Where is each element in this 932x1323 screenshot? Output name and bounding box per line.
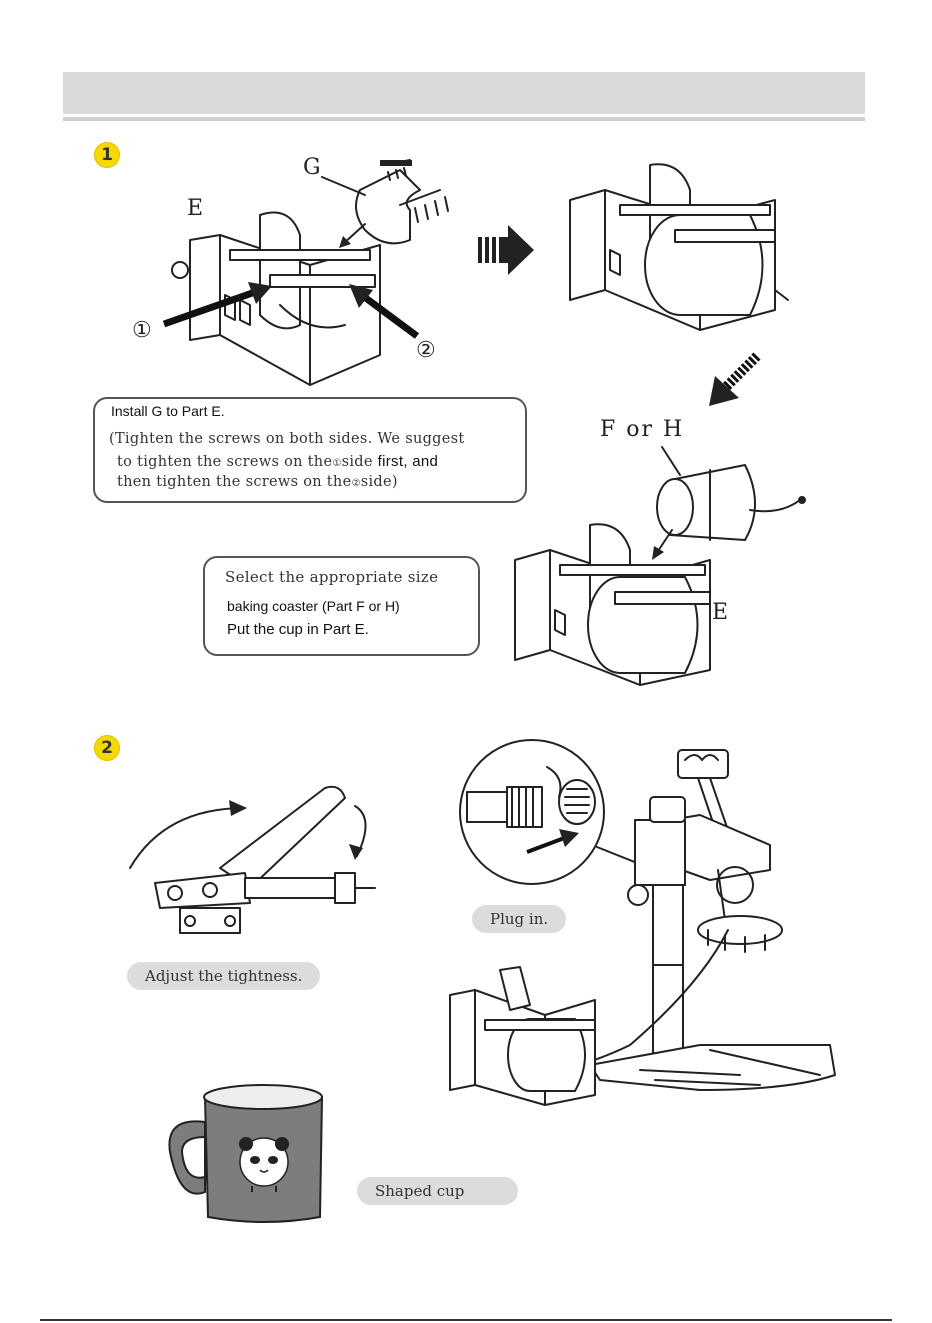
label-part-e-2: E	[712, 600, 728, 625]
note-select-line3: Put the cup in Part E.	[227, 621, 369, 638]
note-install-line3: then tighten the screws on the②side)	[117, 474, 398, 490]
step-2-badge: 2	[94, 735, 120, 761]
note-install-line1: (Tighten the screws on both sides. We su…	[109, 431, 465, 447]
arrow-side-2	[345, 280, 425, 340]
arrow-side-1	[160, 280, 280, 330]
part-e-assembly-3	[505, 520, 725, 695]
note-install-marker-2: ②	[351, 478, 360, 489]
note-install-title: Install G to Part E.	[111, 403, 225, 419]
label-side-1: ①	[132, 318, 152, 343]
arrow-right-icon	[478, 225, 538, 275]
note-install-line3a: then tighten the screws on the	[117, 474, 351, 490]
header-rule	[63, 117, 865, 121]
caption-shaped: Shaped cup	[357, 1177, 518, 1205]
mug-press-attachment	[445, 965, 605, 1110]
arrow-down-left-icon	[705, 350, 765, 410]
note-install-box: Install G to Part E. (Tighten the screws…	[93, 397, 527, 503]
note-select-line2: baking coaster (Part F or H)	[227, 598, 400, 614]
panda-mug-illustration	[160, 1082, 330, 1227]
step-1-badge: 1	[94, 142, 120, 168]
note-select-box: Select the appropriate size baking coast…	[203, 556, 480, 656]
label-side-2: ②	[416, 338, 436, 363]
clamp-handle-illustration	[125, 778, 385, 943]
label-part-g: G	[303, 155, 321, 180]
label-part-f-or-h: F or H	[600, 417, 684, 442]
note-install-line2: to tighten the screws on the①side first,…	[117, 453, 438, 470]
part-e-assembly-2	[560, 160, 790, 340]
label-part-e: E	[187, 196, 203, 221]
note-select-line1: Select the appropriate size	[225, 568, 438, 586]
bottom-rule	[40, 1319, 892, 1321]
note-install-line3b: side)	[361, 474, 398, 490]
header-bar	[63, 72, 865, 114]
leader-line-g	[320, 175, 380, 205]
note-install-line2a: to tighten the screws on the	[117, 454, 332, 470]
note-install-marker-1: ①	[332, 458, 341, 469]
caption-adjust: Adjust the tightness.	[127, 962, 320, 990]
note-install-line2b: side	[342, 454, 378, 470]
note-install-line2c: first, and	[378, 453, 439, 470]
